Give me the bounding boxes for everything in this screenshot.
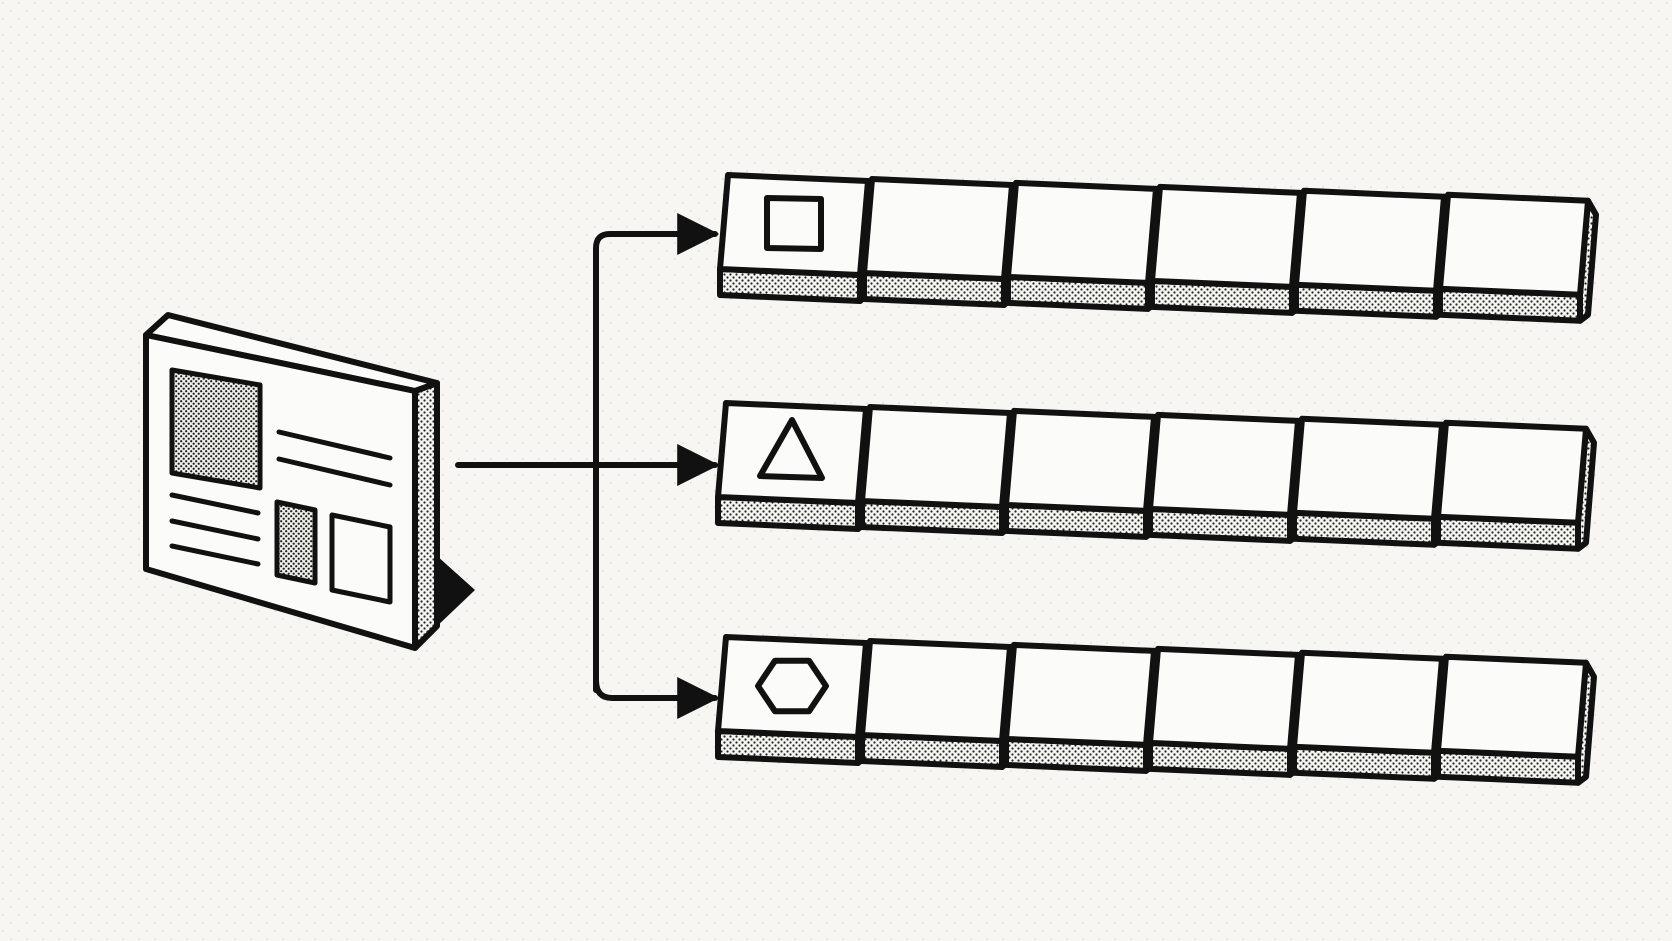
token-face [1437,191,1591,298]
document-image-block [169,367,263,491]
token-block [859,638,1021,770]
token-block [717,172,879,304]
document-text-line [276,429,393,461]
token-face [1005,179,1159,286]
token-block [1291,649,1453,782]
token-block [1435,419,1597,552]
token-block [1437,191,1599,324]
token-block [1149,183,1311,316]
document-text-line [169,518,261,542]
document-small-block [274,499,318,586]
token-face [1003,641,1157,748]
token-rows [715,172,1599,786]
token-row-2 [715,400,1597,552]
connector-arrows [455,213,720,719]
token-face [1147,645,1301,752]
token-block [715,400,877,532]
token-block [1003,641,1165,774]
token-face [861,176,1015,282]
document-text-line [169,543,261,567]
token-block [1003,407,1165,540]
token-face [1003,407,1157,514]
token-face [1291,649,1445,756]
triangle-icon [757,417,825,481]
token-block [1291,415,1453,548]
token-face [1293,187,1447,294]
token-face [715,634,869,740]
arrow-to-row-1 [593,213,720,693]
token-face [715,400,869,506]
document-side [412,380,440,651]
document-text-line [169,492,261,516]
token-face [1435,419,1589,526]
token-block [1147,645,1309,778]
document-empty-block [329,512,393,605]
token-face [1435,653,1589,760]
hexagon-icon [755,657,829,715]
token-face [717,172,871,278]
token-block [1147,411,1309,544]
square-icon [764,195,824,252]
document-text-line [276,456,393,488]
token-block [715,634,877,766]
token-block [1293,187,1455,320]
arrow-to-row-3 [593,677,720,719]
token-row-1 [717,172,1599,324]
token-block [859,404,1021,536]
token-face [859,638,1013,744]
token-row-3 [715,634,1597,786]
token-block [1005,179,1167,312]
token-face [1291,415,1445,522]
token-face [859,404,1013,510]
token-block [861,176,1023,308]
document-panel-icon [143,312,475,651]
token-face [1149,183,1303,290]
token-block [1435,653,1597,786]
token-face [1147,411,1301,518]
